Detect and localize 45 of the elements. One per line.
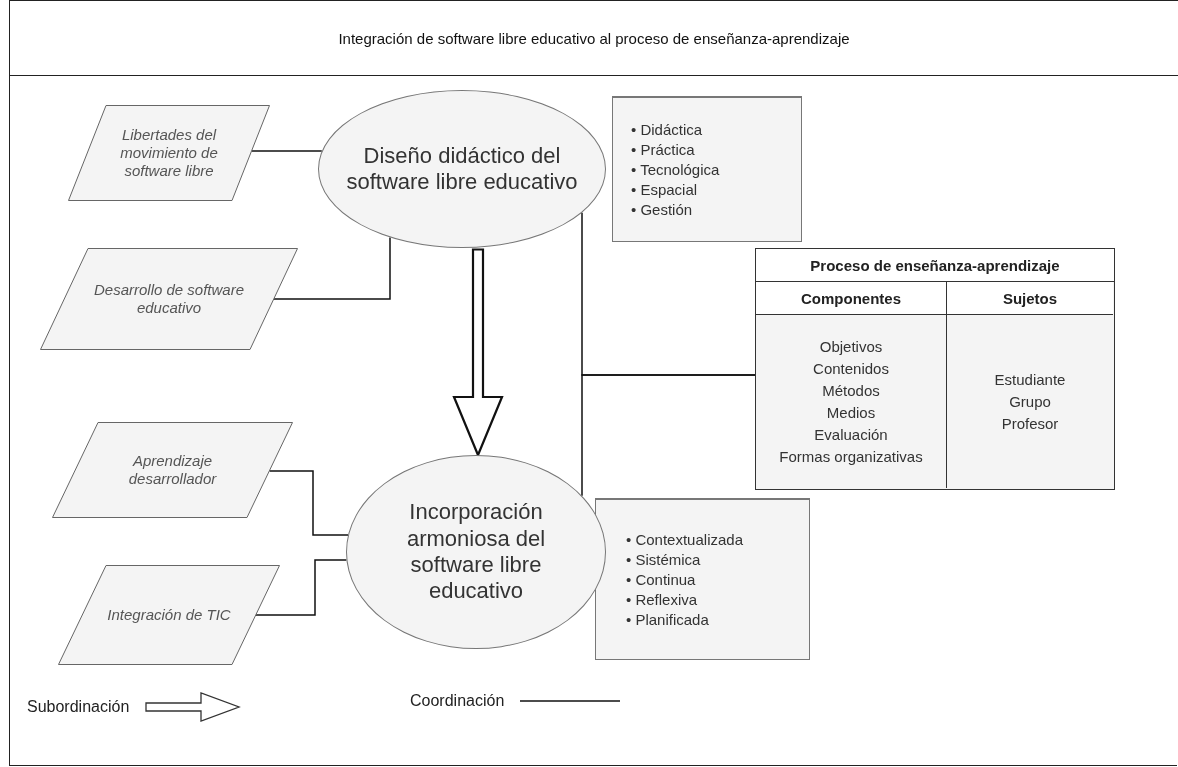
list-item: • Didáctica [631, 119, 704, 140]
bullet-list-box [612, 96, 802, 242]
list-item: • Sistémica [626, 549, 702, 570]
cell-text: Estudiante [994, 369, 1066, 390]
list-item: • Planificada [626, 609, 710, 630]
list-item: • Contextualizada [626, 529, 743, 550]
header-cell [756, 282, 946, 315]
list-item: • Tecnológica [631, 159, 720, 180]
input-parallelogram [58, 565, 280, 665]
legend-label: Coordinación [410, 692, 505, 710]
list-item: • Espacial [631, 179, 699, 200]
cell-text: Objetivos [819, 336, 883, 357]
input-parallelogram [52, 422, 293, 518]
header-cell [946, 282, 1113, 315]
node-label: Aprendizaje desarrollador [127, 452, 218, 488]
cell-text: Medios [826, 402, 876, 423]
bullet-list-box [595, 498, 810, 660]
list-item: • Reflexiva [626, 589, 699, 610]
connector-line [255, 559, 348, 616]
node-label: Libertades del movimiento de software libre [119, 126, 219, 180]
connector-line [581, 374, 756, 497]
node-label: Desarrollo de software educativo [92, 281, 246, 317]
cell-text: Profesor [1001, 413, 1059, 434]
cell-text: Métodos [822, 380, 880, 401]
cell-text: Formas organizativas [779, 446, 923, 467]
list-item: • Gestión [631, 199, 694, 220]
input-parallelogram [68, 105, 270, 201]
input-parallelogram [40, 248, 298, 350]
hollow-arrow [452, 248, 504, 458]
column-header: Componentes [801, 289, 901, 307]
node-label: Incorporación armoniosa del software libre educativo [405, 499, 547, 605]
cell-text: Grupo [1009, 391, 1051, 412]
table-title: Proceso de enseñanza-aprendizaje [756, 249, 1114, 282]
table [755, 248, 1115, 490]
column-header: Sujetos [1002, 289, 1058, 307]
cell-text: Evaluación [814, 424, 888, 445]
diagram-title: Integración de software libre educativo al proceso de enseñanza-aprendizaje [338, 29, 850, 47]
connector-line [273, 236, 391, 300]
cell-text: Contenidos [813, 358, 889, 379]
connector-line [268, 470, 349, 536]
node-label: Diseño didáctico del software libre educativo [345, 142, 579, 196]
list-item: • Continua [626, 569, 697, 590]
list-item: • Práctica [631, 139, 696, 160]
node-label: Integración de TIC [107, 606, 231, 624]
legend-label: Subordinación [27, 698, 130, 716]
